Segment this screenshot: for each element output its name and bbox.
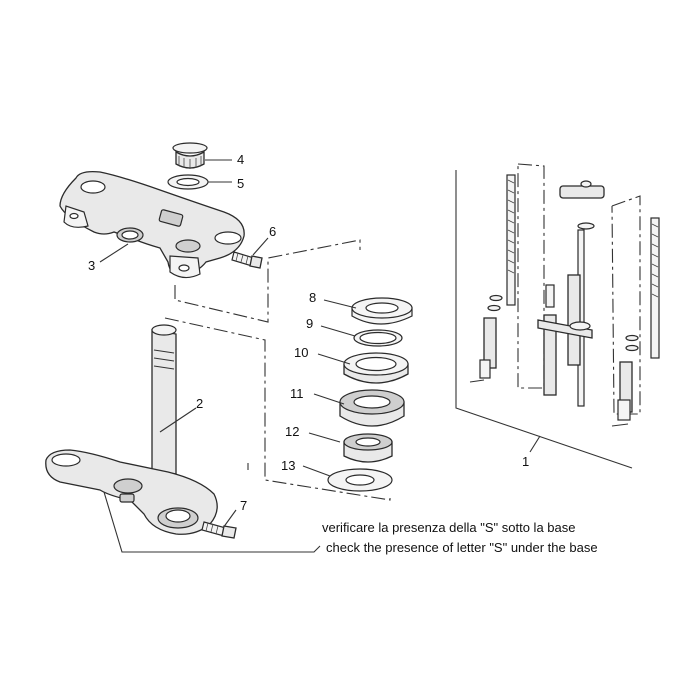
callout-12: 12	[285, 424, 299, 439]
callout-4: 4	[237, 152, 244, 167]
part-11-ball-bearing	[339, 389, 405, 427]
part-10-bearing-race	[343, 352, 409, 384]
callout-8: 8	[309, 290, 316, 305]
assembly-guide-lines	[164, 239, 391, 501]
part-12-bearing-cone	[343, 433, 393, 463]
callout-9: 9	[306, 316, 313, 331]
callout-7: 7	[240, 498, 247, 513]
part-9-ring	[353, 329, 403, 347]
callout-1: 1	[522, 454, 529, 469]
callout-13: 13	[281, 458, 295, 473]
part-4-cap-nut	[172, 142, 208, 169]
callout-2: 2	[196, 396, 203, 411]
part-3-upper-triple-clamp	[59, 170, 245, 279]
callout-6: 6	[269, 224, 276, 239]
part-8-dust-seal	[351, 297, 413, 325]
callout-leaders	[99, 159, 541, 553]
part-2-steering-stem-lower-clamp	[45, 324, 218, 535]
part-1-front-fork-group	[455, 163, 660, 469]
callout-10: 10	[294, 345, 308, 360]
callout-5: 5	[237, 176, 244, 191]
part-5-washer	[167, 174, 209, 190]
callout-3: 3	[88, 258, 95, 273]
part-7-bolt	[201, 521, 237, 539]
callout-11: 11	[290, 386, 304, 401]
part-6-bolt	[231, 251, 263, 269]
note-english: check the presence of letter "S" under t…	[326, 540, 598, 555]
note-italian: verificare la presenza della "S" sotto l…	[322, 520, 575, 535]
part-13-washer	[327, 468, 393, 492]
